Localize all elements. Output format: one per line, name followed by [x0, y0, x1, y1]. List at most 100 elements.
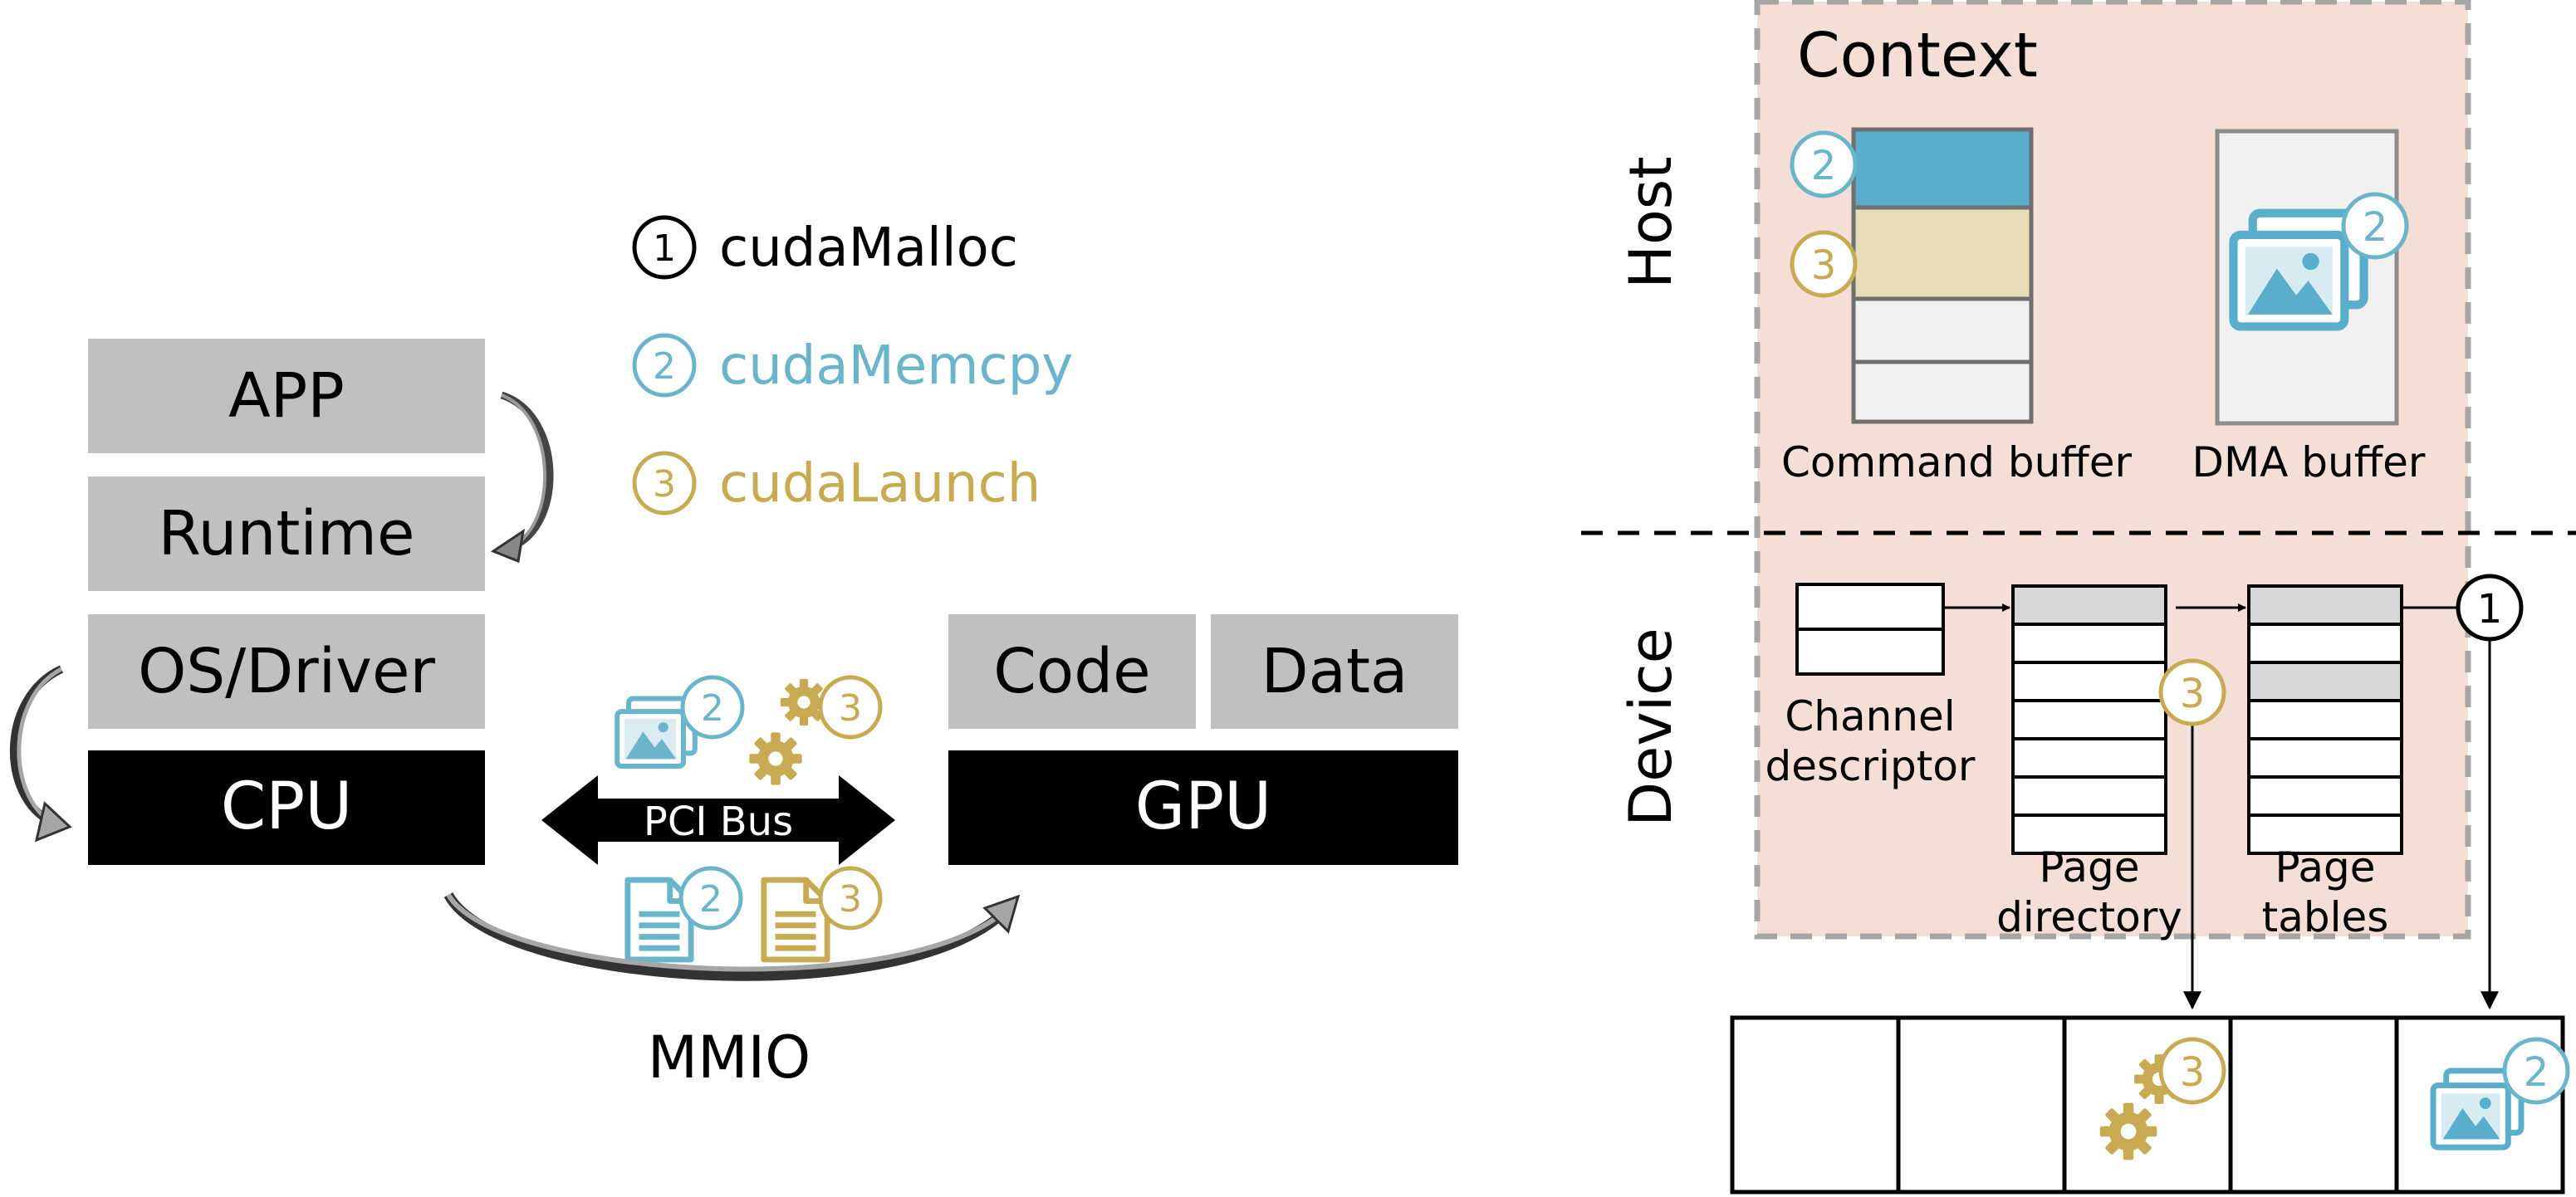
marker-2-label: 2 — [653, 345, 676, 388]
marker-3-icon — [818, 675, 883, 740]
app-to-runtime-arrow — [490, 391, 554, 564]
mmio-label: MMIO — [648, 1024, 811, 1092]
memory-cell — [2228, 1015, 2399, 1195]
pci-bus-arrow — [541, 775, 895, 865]
gpu-label: GPU — [1135, 770, 1272, 844]
os-driver-label: OS/Driver — [138, 636, 435, 707]
page-tables-label-line1: Page — [2275, 843, 2375, 892]
marker-2-label: 2 — [1811, 143, 1837, 189]
page-directory-row — [2011, 661, 2167, 702]
data-label: Data — [1261, 636, 1408, 707]
page-table-row — [2247, 775, 2403, 817]
marker-2-label: 2 — [701, 687, 724, 730]
gpu-side: Code Data GPU — [948, 614, 1458, 865]
context-title: Context — [1797, 20, 2038, 91]
driver-to-cpu-arrow — [9, 665, 72, 843]
gear-icon — [2099, 1102, 2157, 1160]
page-directory-row — [2011, 737, 2167, 779]
dma-buffer: 2 DMA buffer — [2192, 129, 2426, 486]
pci-bus-label: PCI Bus — [644, 799, 793, 845]
command-buffer-row — [1851, 359, 2034, 424]
page-directory: Page directory — [1996, 584, 2182, 941]
command-buffer-row — [1851, 296, 2034, 364]
host-label: Host — [1617, 156, 1685, 288]
marker-1-icon — [632, 215, 697, 280]
marker-3-label: 3 — [653, 463, 676, 506]
page-directory-row — [2011, 699, 2167, 740]
marker-1-label: 1 — [653, 227, 676, 270]
legend: 1 cudaMalloc 2 cudaMemcpy 3 cudaLaunch — [632, 215, 1073, 515]
marker-3-label: 3 — [839, 878, 862, 921]
marker-2-label: 2 — [699, 878, 722, 921]
pci-bus: PCI Bus 2 3 2 3 — [541, 675, 895, 960]
command-buffer-row — [1851, 205, 2034, 301]
marker-1-icon — [2456, 574, 2524, 642]
page-directory-row — [2011, 584, 2167, 626]
page-table-row — [2247, 661, 2403, 702]
gpu-box — [948, 750, 1458, 865]
os-driver-box — [88, 614, 485, 729]
marker-3-icon — [1790, 230, 1858, 298]
device-memory: 3 2 — [1730, 1015, 2570, 1195]
legend-item-cudamalloc: 1 cudaMalloc — [632, 215, 1018, 280]
runtime-box — [88, 476, 485, 591]
page-tables: Page tables — [2247, 584, 2403, 941]
mmio-arrow: MMIO — [443, 892, 1021, 1092]
channel-descriptor-label-line2: descriptor — [1765, 742, 1976, 790]
legend-label-cudalaunch: cudaLaunch — [719, 453, 1041, 515]
marker-2-icon — [2502, 1037, 2570, 1105]
marker-1-label: 1 — [2477, 586, 2503, 633]
marker-2-label: 2 — [2524, 1049, 2549, 1096]
marker-2-icon — [678, 866, 743, 931]
page-table-row — [2247, 813, 2403, 855]
code-box — [948, 614, 1196, 729]
dma-buffer-label: DMA buffer — [2192, 438, 2426, 486]
marker-2-icon — [632, 333, 697, 398]
page-table-row — [2247, 584, 2403, 626]
cpu-box — [88, 750, 485, 865]
marker-2-icon — [680, 675, 745, 740]
page-directory-row — [2011, 813, 2167, 855]
document-icon — [764, 880, 827, 960]
page-directory-label-line1: Page — [2039, 843, 2139, 892]
marker-3-icon — [818, 866, 883, 931]
cpu-label: CPU — [221, 770, 353, 844]
legend-label-cudamalloc: cudaMalloc — [719, 217, 1018, 279]
legend-label-cudamemcpy: cudaMemcpy — [719, 335, 1073, 397]
command-buffer: 2 3 Command buffer — [1781, 127, 2133, 486]
command-buffer-label: Command buffer — [1781, 438, 2133, 486]
app-label: APP — [228, 360, 345, 432]
page-directory-label-line2: directory — [1996, 893, 2182, 941]
marker-2-label: 2 — [2363, 204, 2388, 251]
memory-cell — [1896, 1015, 2067, 1195]
legend-item-cudalaunch: 3 cudaLaunch — [632, 451, 1041, 515]
data-box — [1211, 614, 1458, 729]
marker-3-label: 3 — [1811, 242, 1837, 289]
page-table-row — [2247, 699, 2403, 740]
page-directory-row — [2011, 775, 2167, 817]
command-buffer-row — [1851, 127, 2034, 210]
marker-3-icon — [2158, 1037, 2226, 1105]
code-label: Code — [993, 636, 1150, 707]
channel-descriptor-row — [1795, 628, 1945, 676]
memory-cell — [2062, 1015, 2233, 1195]
page-directory-row — [2011, 623, 2167, 664]
memory-cell — [1730, 1015, 1901, 1195]
channel-descriptor-row — [1795, 583, 1945, 631]
marker-3-label: 3 — [2180, 671, 2206, 717]
runtime-label: Runtime — [158, 498, 414, 569]
legend-item-cudamemcpy: 2 cudaMemcpy — [632, 333, 1073, 398]
marker-3-icon — [2158, 658, 2226, 726]
device-label: Device — [1617, 628, 1685, 826]
channel-descriptor: Channel descriptor — [1765, 583, 1976, 790]
page-table-row — [2247, 737, 2403, 779]
app-box — [88, 339, 485, 453]
marker-3-label: 3 — [839, 687, 862, 730]
page-tables-label-line2: tables — [2262, 893, 2389, 941]
gear-icon — [749, 732, 802, 785]
marker-2-icon — [2341, 192, 2409, 260]
page-table-row — [2247, 623, 2403, 664]
marker-3-icon — [632, 451, 697, 515]
marker-3-label: 3 — [2180, 1049, 2206, 1096]
